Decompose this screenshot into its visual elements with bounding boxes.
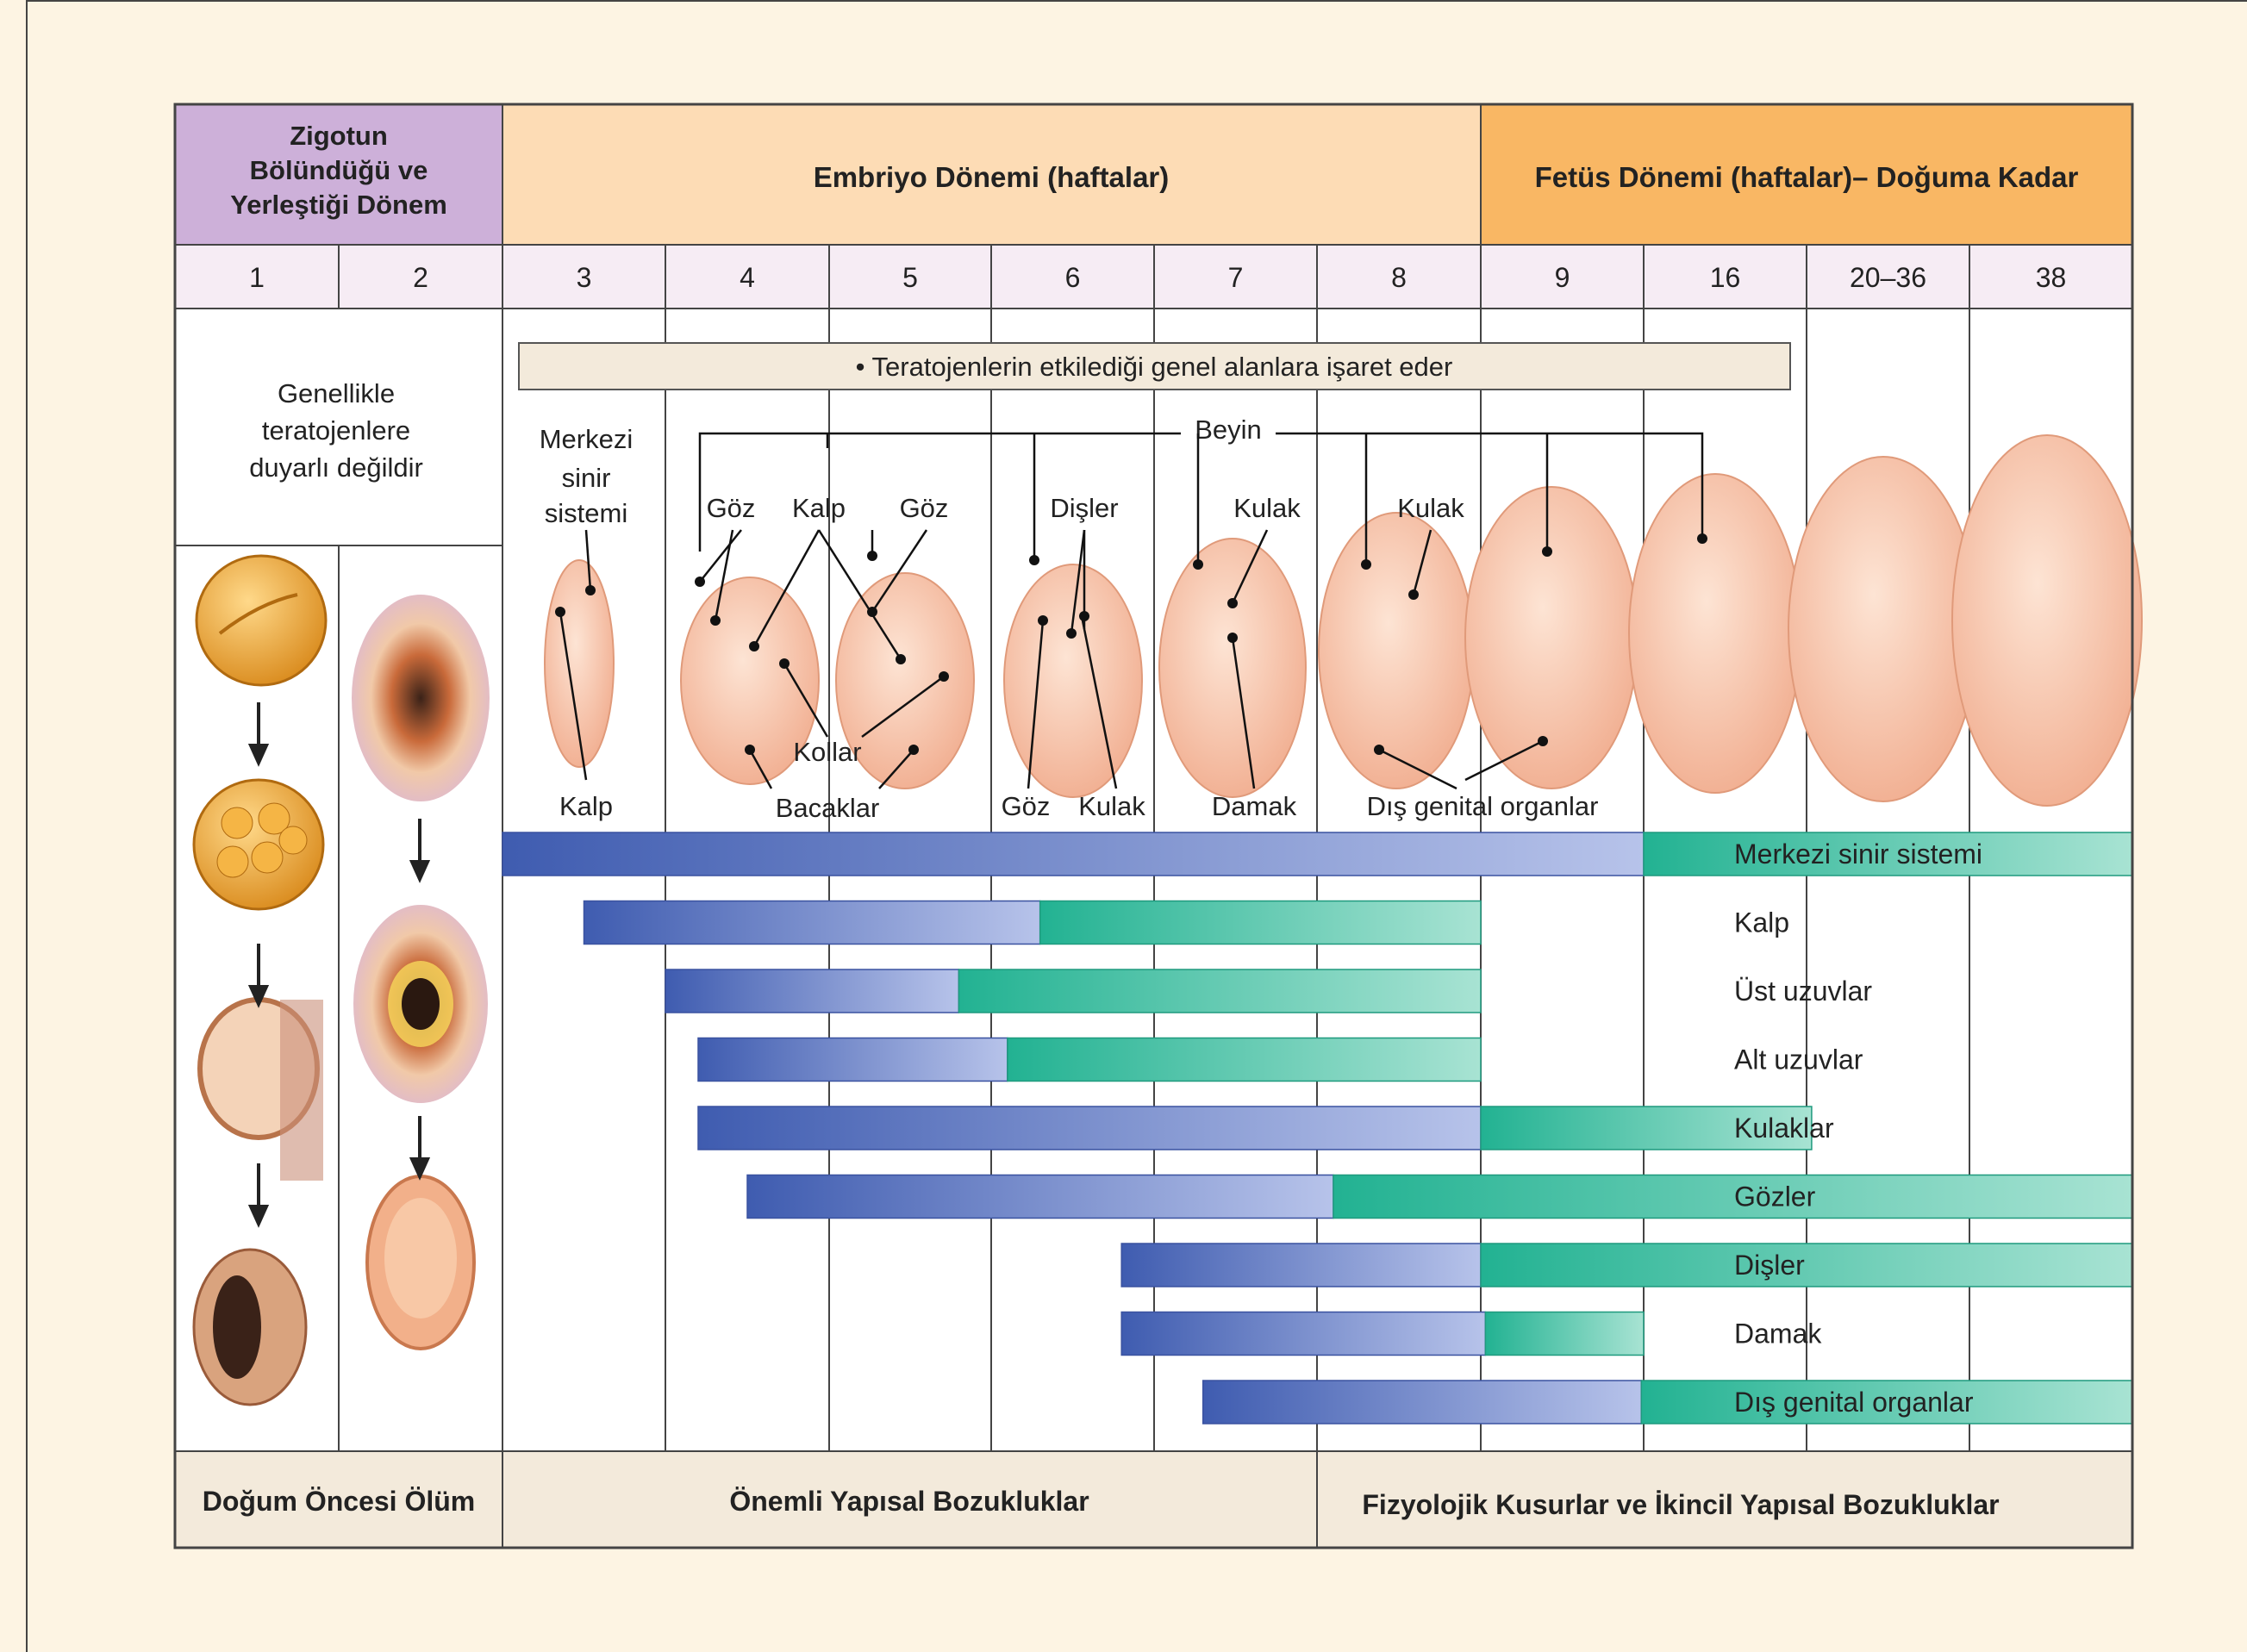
week-number: 9 [1555, 262, 1570, 293]
week-number: 7 [1228, 262, 1244, 293]
label-goz-a: Göz [707, 493, 756, 523]
label-cns-3: sistemi [545, 498, 627, 528]
insensitive-line-2: teratojenlere [262, 415, 410, 446]
bar-label: Dişler [1734, 1250, 1805, 1281]
bar-major-sensitivity [502, 832, 1644, 876]
bar-major-sensitivity [1121, 1244, 1481, 1287]
bar-minor-sensitivity [958, 969, 1481, 1013]
zygote-header-line-3: Yerleştiği Dönem [230, 190, 447, 220]
bar-label: Kalp [1734, 907, 1789, 938]
bar-major-sensitivity [584, 901, 1040, 944]
embryo-header-label: Embriyo Dönemi (haftalar) [814, 161, 1170, 193]
week-number: 20–36 [1850, 262, 1926, 293]
week-number: 6 [1065, 262, 1081, 293]
bar-label: Damak [1734, 1318, 1822, 1350]
bar-label: Kulaklar [1734, 1113, 1834, 1144]
week-number: 2 [413, 262, 428, 293]
bar-label: Üst uzuvlar [1734, 976, 1872, 1007]
label-damak: Damak [1212, 791, 1297, 821]
footer-prenatal-death: Doğum Öncesi Ölüm [203, 1486, 475, 1517]
bar-major-sensitivity [1203, 1381, 1642, 1424]
label-bacaklar: Bacaklar [776, 793, 880, 823]
week-number: 38 [2036, 262, 2067, 293]
label-kalp-top: Kalp [792, 493, 846, 523]
label-kulak-b: Kulak [1397, 493, 1464, 523]
bar-label: Gözler [1734, 1181, 1816, 1213]
fetus-header-label: Fetüs Dönemi (haftalar)– Doğuma Kadar [1535, 161, 2079, 193]
bar-major-sensitivity [1121, 1312, 1485, 1356]
bar-minor-sensitivity [1008, 1038, 1481, 1082]
label-kollar: Kollar [793, 737, 861, 767]
label-kulak-a: Kulak [1233, 493, 1301, 523]
bar-label: Merkezi sinir sistemi [1734, 838, 1982, 870]
bar-minor-sensitivity [1481, 1244, 2132, 1287]
implantation-illustration [352, 595, 490, 1349]
label-kulak-c: Kulak [1078, 791, 1145, 821]
label-goz-b: Göz [900, 493, 949, 523]
footer-major-defects: Önemli Yapısal Bozukluklar [729, 1486, 1089, 1517]
insensitive-line-1: Genellikle [278, 378, 395, 408]
bar-major-sensitivity [698, 1038, 1008, 1082]
insensitive-line-3: duyarlı değildir [249, 452, 423, 483]
week-number: 8 [1391, 262, 1407, 293]
footer-physiological-defects: Fizyolojik Kusurlar ve İkincil Yapısal B… [1362, 1489, 1999, 1520]
label-disler: Dişler [1050, 493, 1118, 523]
label-goz-c: Göz [1002, 791, 1051, 821]
zygote-header-line-1: Zigotun [290, 121, 388, 151]
label-beyin: Beyin [1195, 415, 1262, 445]
label-cns-2: sinir [562, 463, 611, 493]
zygote-header-line-2: Bölündüğü ve [250, 155, 428, 185]
week-number: 16 [1710, 262, 1741, 293]
bar-major-sensitivity [698, 1107, 1481, 1150]
bar-minor-sensitivity [1485, 1312, 1644, 1356]
label-cns-1: Merkezi [540, 424, 634, 454]
bar-major-sensitivity [665, 969, 958, 1013]
week-number: 4 [740, 262, 755, 293]
bar-minor-sensitivity [1040, 901, 1481, 944]
bar-label: Dış genital organlar [1734, 1387, 1974, 1418]
week-number: 3 [577, 262, 592, 293]
bar-label: Alt uzuvlar [1734, 1044, 1863, 1075]
label-kalp-w3: Kalp [559, 791, 613, 821]
teratogen-banner-text: • Teratojenlerin etkilediği genel alanla… [856, 352, 1453, 382]
label-dis-genital: Dış genital organlar [1367, 791, 1599, 821]
week-number: 1 [249, 262, 265, 293]
bar-major-sensitivity [747, 1175, 1333, 1219]
bar-minor-sensitivity [1333, 1175, 2132, 1219]
week-number: 5 [902, 262, 918, 293]
